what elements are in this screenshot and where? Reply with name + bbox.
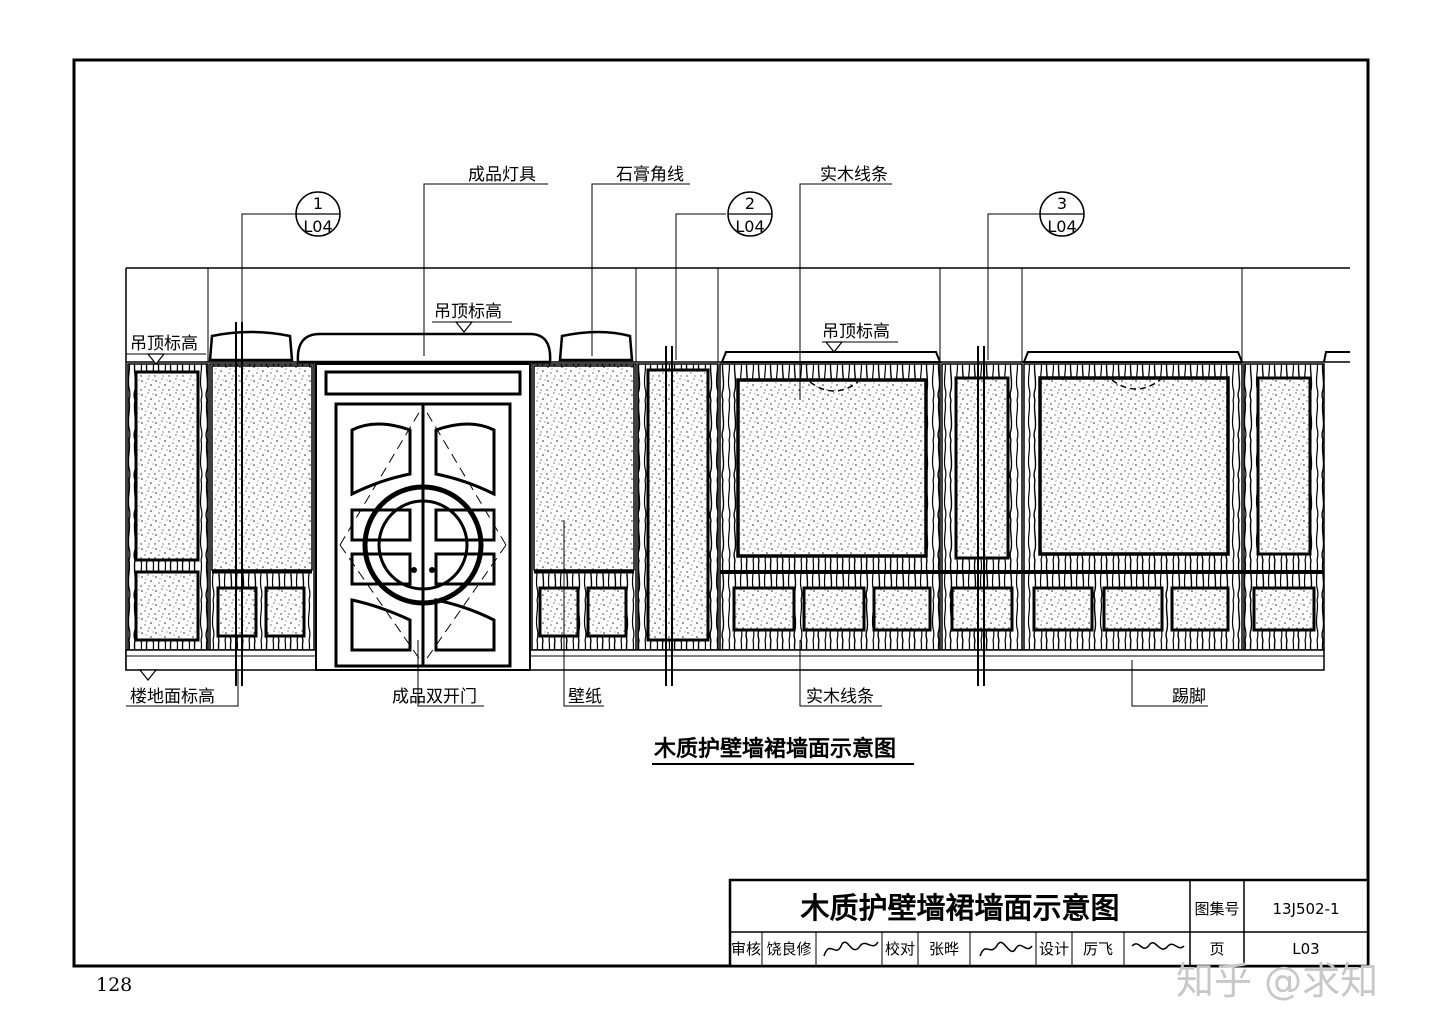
detail-ref-2-num: 2: [745, 194, 755, 213]
checker-name: 张晔: [929, 940, 959, 958]
detail-ref-3-sheet: L04: [1047, 217, 1076, 236]
label-double-door: 成品双开门: [392, 687, 477, 707]
callout-labels: 成品灯具 石膏角线 实木线条 吊顶标高 吊顶标高 吊顶标高 楼地面标高 成品双开…: [130, 164, 1206, 707]
detail-ref-3-num: 3: [1057, 194, 1067, 213]
reviewer-signature: [823, 941, 879, 957]
atlas-number: 13J502-1: [1272, 900, 1339, 918]
label-floor-elev: 楼地面标高: [130, 687, 215, 707]
label-ceiling-elev-door: 吊顶标高: [434, 302, 502, 322]
label-cornice: 石膏角线: [616, 164, 684, 185]
sheet-number: L03: [1292, 940, 1319, 958]
label-skirting: 踢脚: [1172, 687, 1206, 707]
detail-ref-3: 3 L04: [1039, 191, 1085, 237]
wall-elevation: [125, 267, 1350, 671]
elevation-markers: [138, 321, 844, 681]
atlas-label: 图集号: [1194, 900, 1239, 918]
detail-ref-1: 1 L04: [295, 191, 341, 237]
leader-lines: [126, 183, 1208, 707]
title-block: 木质护壁墙裙墙面示意图 图集号 13J502-1 审核 饶良修 校对 张晔 设计…: [728, 878, 1370, 968]
detail-ref-2: 2 L04: [727, 191, 773, 237]
watermark: 知乎 @求知: [1176, 959, 1379, 1003]
label-lamp: 成品灯具: [468, 165, 536, 185]
label-wood-trim-bottom: 实木线条: [806, 687, 874, 707]
checker-signature: [979, 941, 1033, 957]
sheet-border: [72, 58, 1370, 968]
title-block-title: 木质护壁墙裙墙面示意图: [799, 891, 1119, 925]
designer-name: 厉飞: [1083, 940, 1113, 958]
drawing-title: 木质护壁墙裙墙面示意图: [653, 736, 896, 762]
label-wood-trim-top: 实木线条: [820, 165, 888, 185]
detail-ref-1-sheet: L04: [303, 217, 332, 236]
page-label: 页: [1209, 940, 1224, 958]
design-label: 设计: [1039, 940, 1069, 958]
label-wallpaper: 壁纸: [568, 687, 602, 707]
review-label: 审核: [731, 940, 761, 958]
check-label: 校对: [885, 940, 915, 958]
page-number: 128: [96, 974, 133, 996]
detail-ref-2-sheet: L04: [735, 217, 764, 236]
label-ceiling-elev-left: 吊顶标高: [130, 334, 198, 354]
designer-signature: [1131, 942, 1185, 950]
detail-ref-1-num: 1: [313, 194, 323, 213]
double-door: [315, 363, 531, 671]
reviewer-name: 饶良修: [766, 940, 811, 958]
label-ceiling-elev-mid: 吊顶标高: [822, 322, 890, 342]
section-cut-lines: [235, 322, 985, 686]
